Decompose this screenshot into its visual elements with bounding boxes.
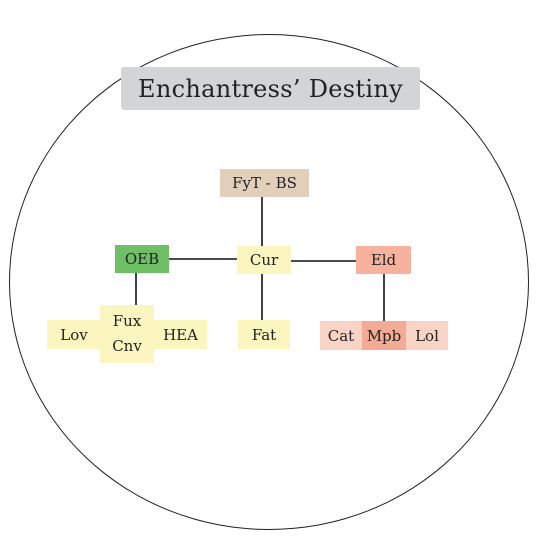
node-cat: Cat [320, 321, 362, 350]
node-lov: Lov [47, 320, 101, 349]
node-cnv-label: Cnv [112, 337, 142, 355]
node-hea: HEA [154, 320, 207, 349]
diagram-title: Enchantress’ Destiny [121, 67, 420, 110]
node-cur: Cur [237, 246, 291, 274]
node-fyt-bs: FyT - BS [220, 169, 309, 197]
node-oeb: OEB [115, 245, 169, 273]
node-fat: Fat [238, 320, 290, 349]
node-eld: Eld [356, 246, 411, 274]
boundary-circle [9, 34, 529, 530]
node-lol: Lol [406, 321, 448, 350]
node-fux-cnv: Fux Cnv [100, 305, 154, 363]
node-fux-label: Fux [112, 312, 142, 330]
node-mpb: Mpb [362, 321, 406, 350]
